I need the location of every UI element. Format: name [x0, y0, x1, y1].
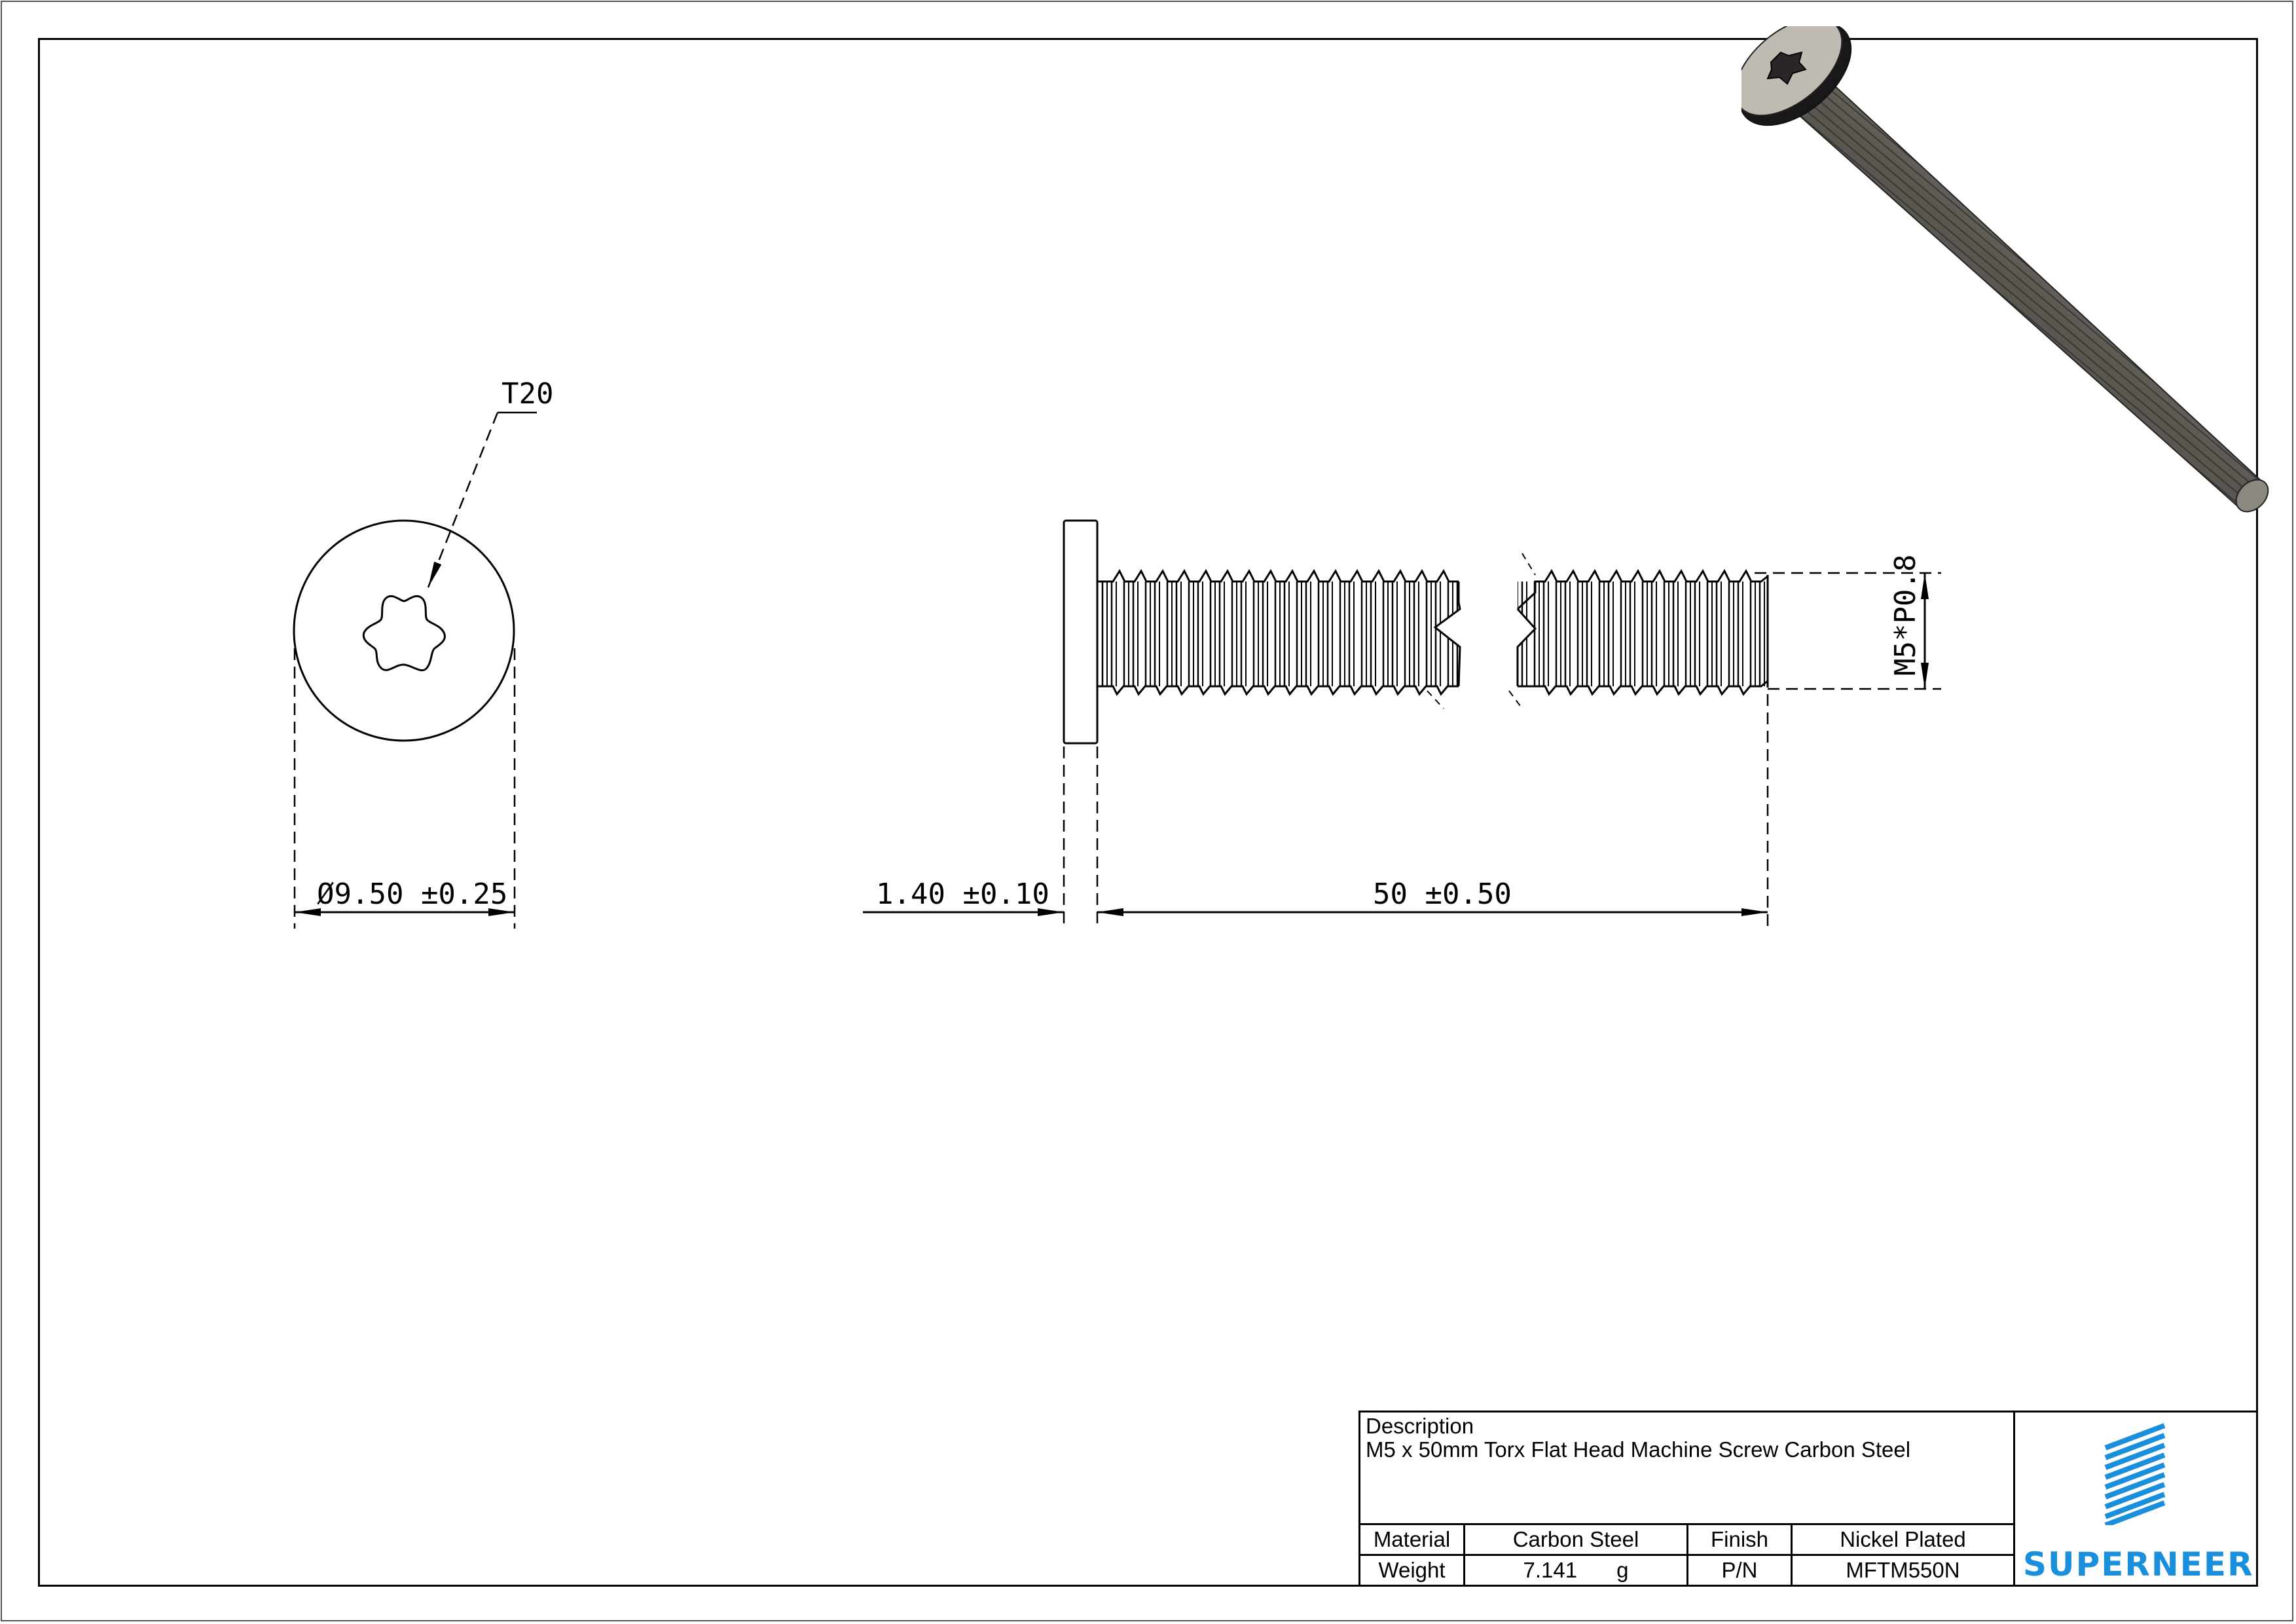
weight-unit: g	[1616, 1558, 1629, 1582]
weight-value-cell: 7.141 g	[1465, 1556, 1688, 1585]
finish-value: Nickel Plated	[1840, 1527, 1966, 1551]
screw-head-profile	[1063, 519, 1099, 745]
part-number-value: MFTM550N	[1846, 1558, 1960, 1582]
brand-name: SUPERNEER	[2023, 1545, 2254, 1583]
description-label: Description	[1366, 1414, 1474, 1438]
material-value: Carbon Steel	[1465, 1525, 1688, 1554]
weight-label: Weight	[1360, 1556, 1465, 1585]
side-view: M5*P0.8 1.40 ±0.10 50 ±0.50	[863, 519, 1941, 929]
weight-value: 7.141	[1523, 1558, 1578, 1582]
head-height-dimension: 1.40 ±0.10	[876, 877, 1049, 911]
front-view: T20 Ø9.50 ±0.25	[293, 377, 553, 929]
description-cell: Description M5 x 50mm Torx Flat Head Mac…	[1360, 1412, 2015, 1525]
torx-recess-icon	[362, 595, 446, 672]
title-block: Description M5 x 50mm Torx Flat Head Mac…	[1358, 1411, 2258, 1587]
material-row: Material Carbon Steel Finish Nickel Plat…	[1360, 1525, 2015, 1556]
thread-callout: M5*P0.8	[1889, 555, 1922, 676]
description-value: M5 x 50mm Torx Flat Head Machine Screw C…	[1366, 1437, 1911, 1462]
diameter-dimension: Ø9.50 ±0.25	[317, 877, 507, 911]
screw-3d-icon	[1741, 26, 2269, 513]
head-outline-circle	[293, 519, 515, 742]
drive-size-callout: T20	[501, 377, 553, 411]
isometric-render	[1741, 26, 2269, 513]
material-label: Material	[1360, 1525, 1465, 1554]
company-logo: SUPERNEER	[2015, 1412, 2256, 1585]
length-dimension: 50 ±0.50	[1373, 877, 1512, 911]
part-number-label: P/N	[1688, 1556, 1793, 1585]
finish-label: Finish	[1688, 1525, 1793, 1554]
drawing-frame	[38, 38, 2258, 1587]
weight-row: Weight 7.141 g P/N MFTM550N	[1360, 1556, 2015, 1585]
diagonal-stripes-logo-icon	[2104, 1423, 2166, 1525]
